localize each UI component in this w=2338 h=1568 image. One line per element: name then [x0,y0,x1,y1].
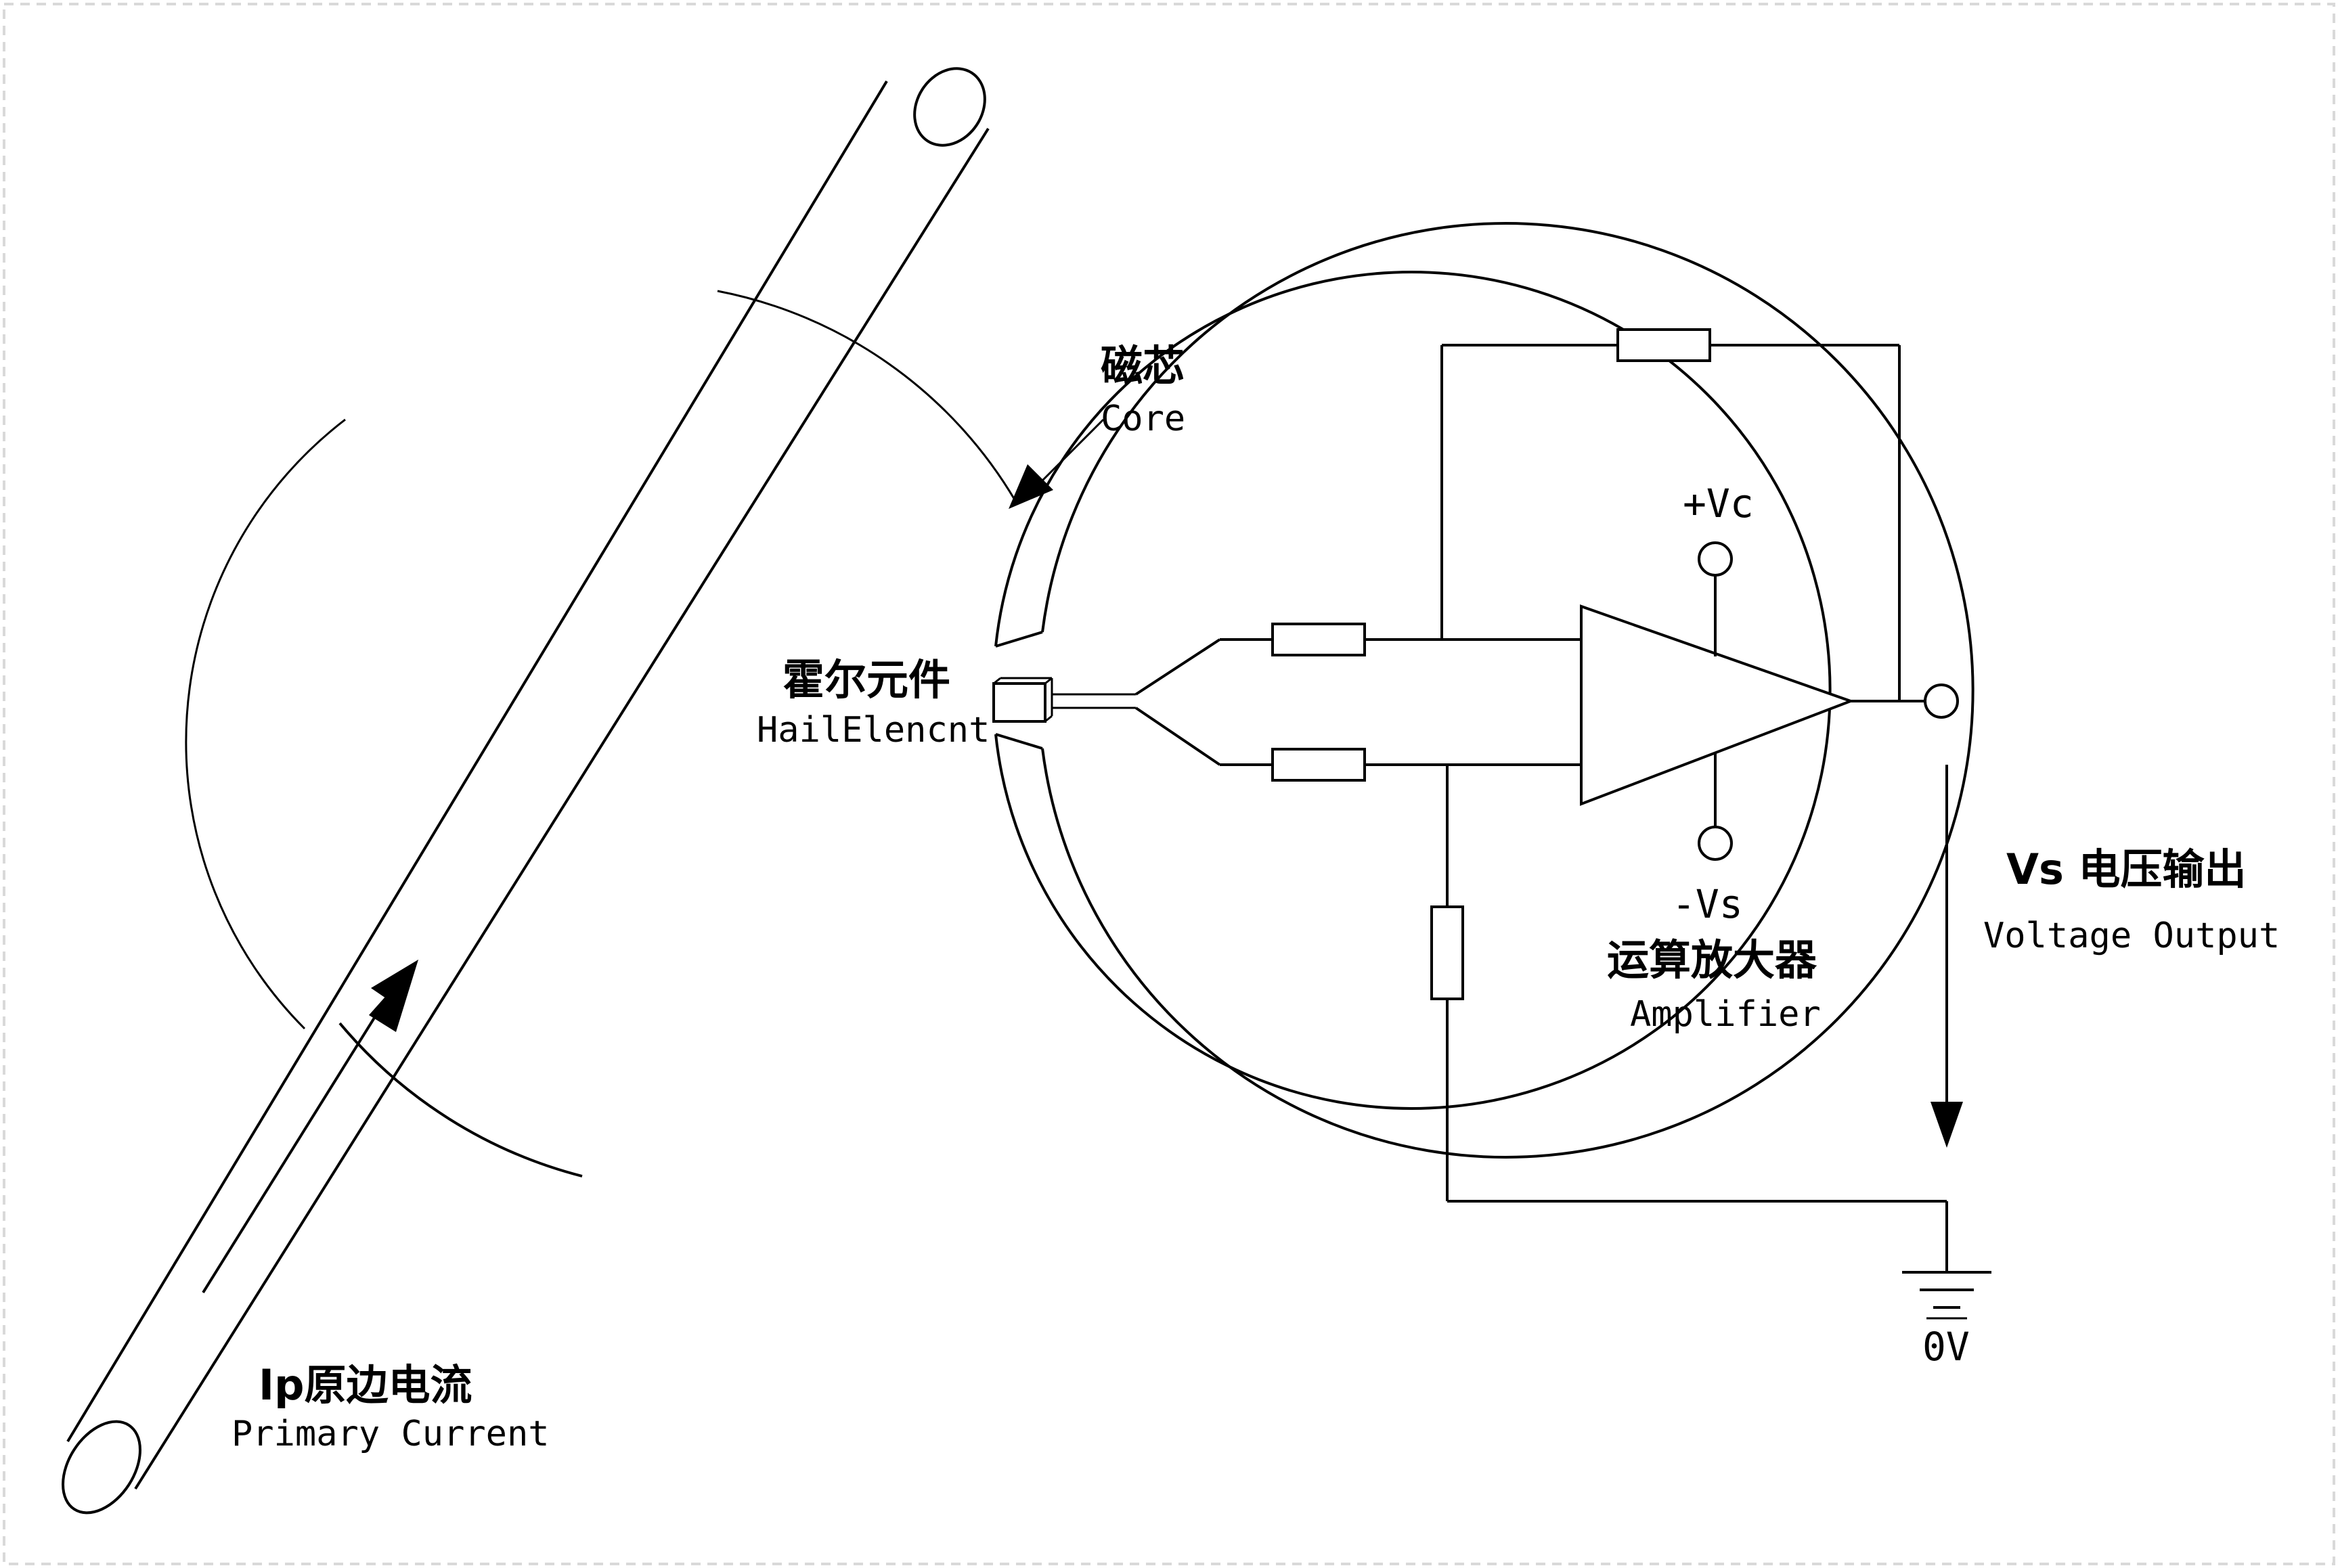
vc-label: +Vc [1683,480,1754,527]
output-label-cn: Vs 电压输出 [2006,845,2246,894]
supply-terminal-icon [1698,541,1733,577]
magnetic-core [185,222,1975,1159]
ground-label: 0V [1922,1324,1970,1370]
core-label-cn: 磁芯 [1101,341,1185,390]
hall-leads [1052,638,1273,766]
output-arrow [1931,765,1963,1148]
primary-conductor [62,67,990,1515]
core-pointer [1009,418,1105,509]
supply-terminal-icon [1698,826,1733,861]
arrow-down-icon [1931,1102,1963,1148]
feedback-resistor [1616,328,1711,362]
primary-label-cn: Ip原边电流 [259,1360,472,1410]
input-resistor-bottom [1271,748,1366,782]
arrow-head-icon [1009,464,1053,509]
amplifier-label-en: Amplifier [1630,994,1821,1035]
diagram-frame [3,3,2335,1565]
output-terminal-icon [1924,684,1959,719]
primary-label-en: Primary Current [231,1414,550,1454]
hall-label-en: HailElencnt [757,710,990,751]
arrow-head-icon [371,960,418,1008]
feedback-network [1440,328,1901,701]
amplifier-label-cn: 运算放大器 [1607,935,1817,985]
vs-neg-label: -Vs [1672,881,1743,927]
output-label-en: Voltage Output [1983,916,2280,956]
core-label-en: Core [1101,399,1185,439]
ground-resistor [1430,905,1464,1000]
op-amp [1580,541,1959,861]
ground-path [1430,765,1991,1309]
current-arrow [202,960,418,1294]
hall-label-cn: 霍尔元件 [782,655,950,704]
hall-element [992,677,1053,723]
input-resistor-top [1271,623,1366,656]
